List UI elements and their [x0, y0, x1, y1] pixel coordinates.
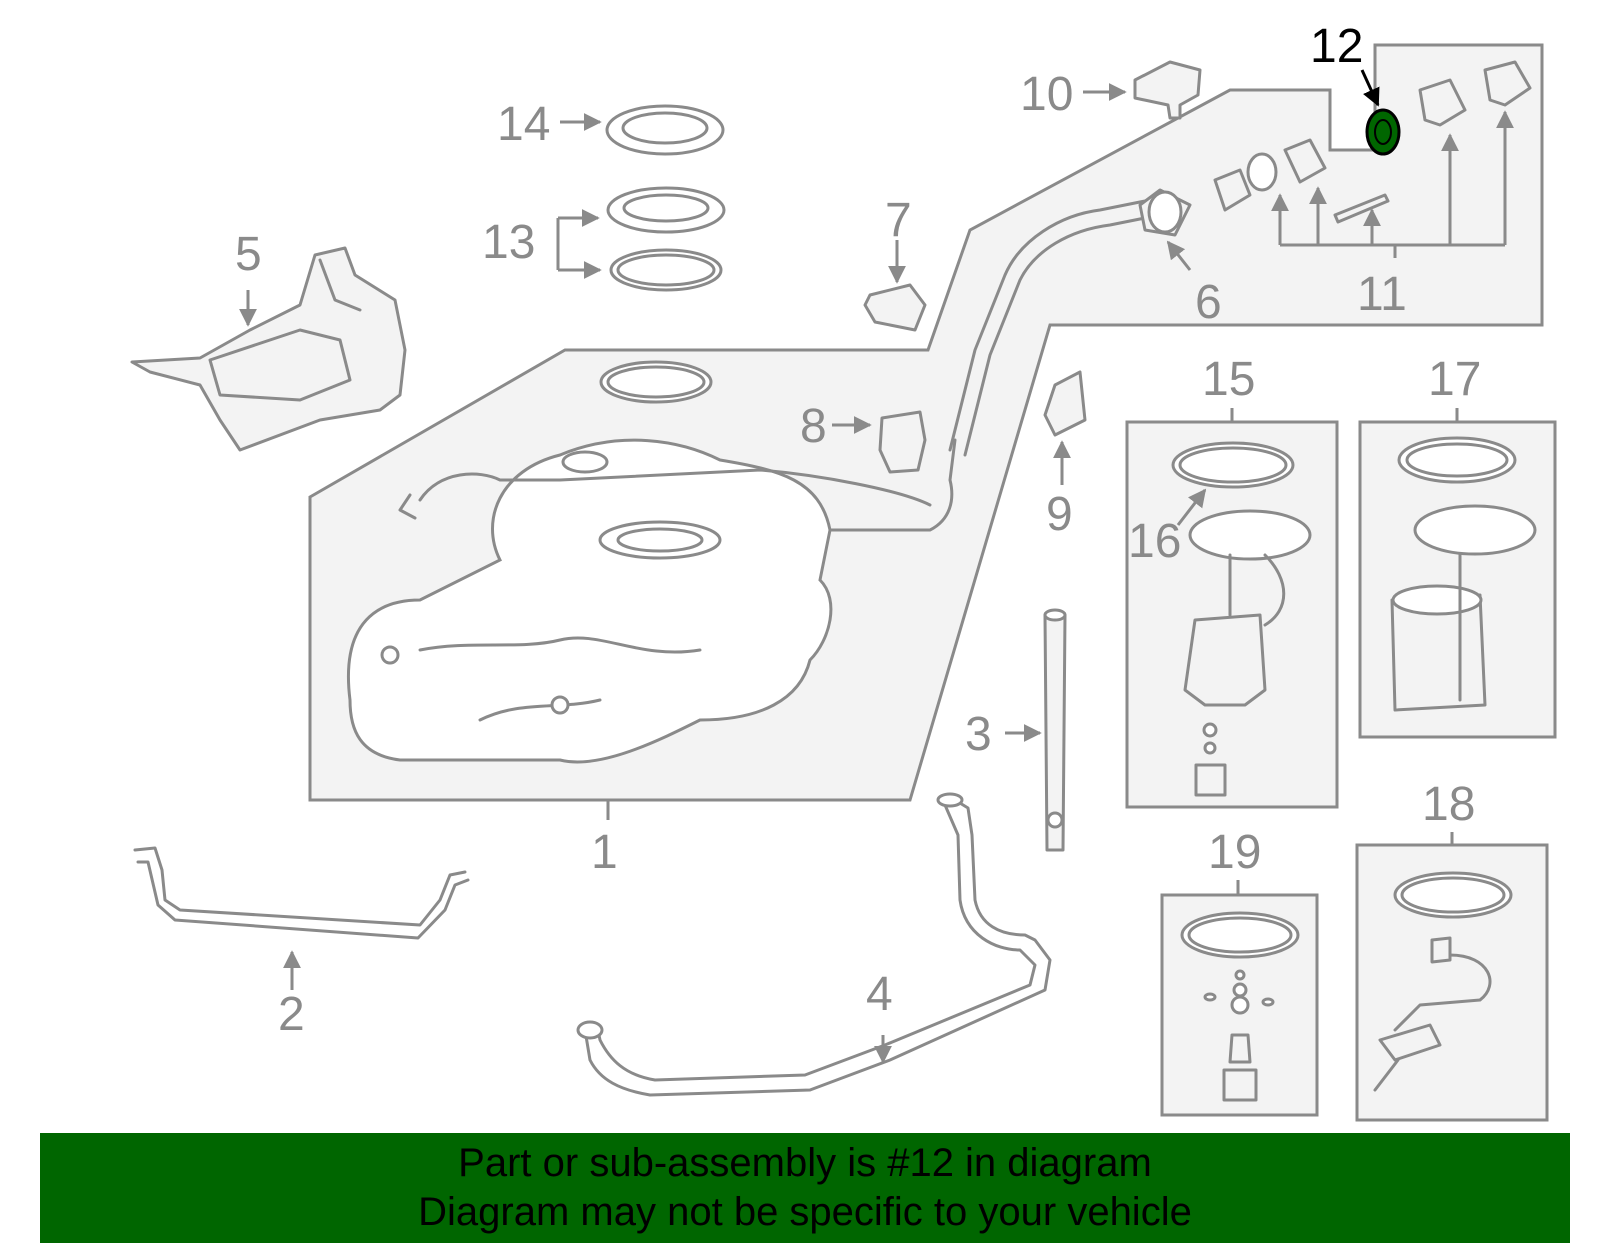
callout-8: 8	[800, 400, 827, 453]
clip-part-7[interactable]	[863, 240, 927, 332]
clamp-part-8[interactable]	[832, 410, 927, 474]
breather-pipe-part-4[interactable]	[576, 792, 1052, 1097]
fuel-pump-assembly-box-17[interactable]	[1358, 408, 1557, 739]
callout-9: 9	[1046, 488, 1073, 541]
filler-cap-seal-part-12[interactable]	[1360, 69, 1401, 156]
callout-12: 12	[1310, 20, 1363, 73]
filler-neck-bracket-part-10[interactable]	[1133, 60, 1202, 120]
fuel-filter-kit-box-19[interactable]	[1160, 880, 1319, 1117]
bracket-part-9[interactable]	[1043, 370, 1087, 485]
callout-2: 2	[278, 988, 305, 1041]
fuel-filler-pipe-part-6[interactable]	[948, 188, 1192, 457]
callout-15: 15	[1202, 353, 1255, 406]
leader-6	[1166, 240, 1192, 271]
callout-7: 7	[885, 194, 912, 247]
callout-14: 14	[497, 98, 550, 151]
tank-strap-part-2[interactable]	[133, 846, 470, 990]
callout-5: 5	[235, 228, 262, 281]
callout-19: 19	[1208, 826, 1261, 879]
tank-gasket-ring[interactable]	[599, 360, 713, 404]
callout-18: 18	[1422, 778, 1475, 831]
banner-line-1: Part or sub-assembly is #12 in diagram	[458, 1141, 1152, 1185]
callout-6: 6	[1195, 276, 1222, 329]
fuel-tank-part-1[interactable]	[347, 438, 957, 764]
callout-17: 17	[1428, 353, 1481, 406]
callout-11: 11	[1357, 268, 1407, 321]
filler-cap-components-part-11[interactable]	[1213, 60, 1532, 258]
gasket-set-part-13[interactable]	[556, 186, 726, 292]
fuel-gauge-sender-box-18[interactable]	[1355, 832, 1549, 1122]
banner-line-2: Diagram may not be specific to your vehi…	[418, 1190, 1192, 1234]
callout-3: 3	[965, 708, 992, 761]
callout-16: 16	[1128, 515, 1181, 568]
info-banner: Part or sub-assembly is #12 in diagram D…	[40, 1133, 1570, 1243]
callout-13: 13	[482, 216, 535, 269]
heat-shield-part-5[interactable]	[130, 246, 407, 452]
callout-1: 1	[591, 826, 618, 879]
vent-pipe-part-3[interactable]	[1005, 608, 1067, 852]
callout-4: 4	[866, 968, 893, 1021]
lock-ring-part-14[interactable]	[560, 104, 725, 156]
fuel-pump-assembly-box-15[interactable]	[1125, 408, 1339, 809]
callout-10: 10	[1020, 68, 1073, 121]
